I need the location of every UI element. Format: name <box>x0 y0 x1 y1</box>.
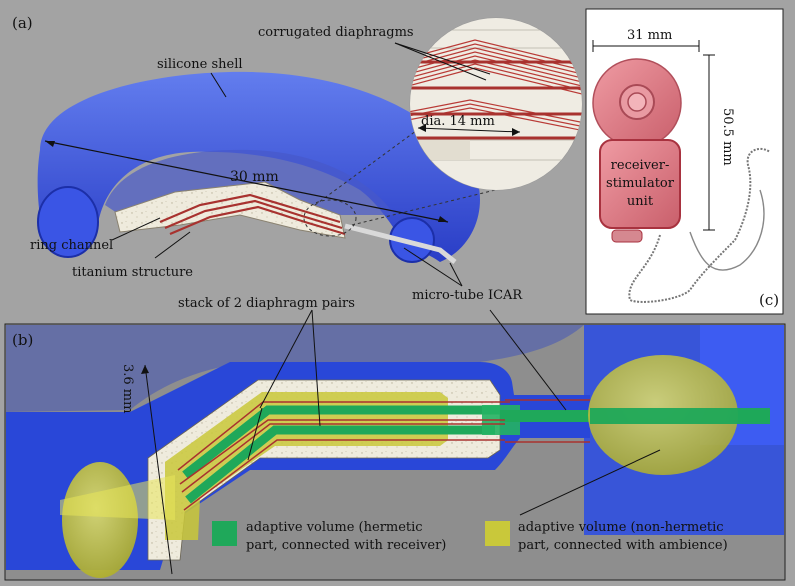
receiver-stimulator-body <box>599 139 681 229</box>
label-stack-diaphragm-pairs: stack of 2 diaphragm pairs <box>178 296 355 311</box>
leader-corrugated-1 <box>394 42 491 75</box>
zoom-line-1 <box>314 127 421 206</box>
leader-stack-2 <box>311 309 321 427</box>
legend-nonhermetic-line1: adaptive volume (non-hermetic <box>518 520 724 535</box>
label-dia-14mm: dia. 14 mm <box>421 114 495 129</box>
panel-b-label: (b) <box>12 331 33 349</box>
legend-hermetic-line2: part, connected with receiver) <box>246 538 446 553</box>
label-unit-line2: stimulator <box>606 176 675 191</box>
panel-c-label: (c) <box>759 291 779 309</box>
label-titanium-structure: titanium structure <box>72 265 193 280</box>
legend-swatch-hermetic <box>212 521 237 546</box>
label-50-5mm: 50.5 mm <box>720 108 735 166</box>
label-30mm: 30 mm <box>230 169 279 185</box>
dim-3-6mm-line <box>144 364 173 575</box>
label-ring-channel: ring channel <box>30 238 113 253</box>
legend-nonhermetic-line2: part, connected with ambience) <box>518 538 728 553</box>
panel-a: (a) corrugated diaphragms silicone shell… <box>12 14 583 303</box>
leader-green <box>247 407 263 461</box>
leader-stack-1 <box>259 309 313 409</box>
panel-c: 31 mm 50.5 mm receiver- stimulator unit … <box>585 8 784 315</box>
legend-swatch-nonhermetic <box>485 521 510 546</box>
label-3-6mm: 3.6 mm <box>120 364 135 413</box>
dim-30mm-line <box>44 140 449 223</box>
label-silicone-shell: silicone shell <box>157 57 243 72</box>
leader-micro <box>449 262 463 287</box>
ring-channel-opening-right <box>389 217 435 263</box>
label-micro-tube: micro-tube ICAR <box>412 288 523 303</box>
label-unit-line3: unit <box>627 194 654 209</box>
silicone-shell <box>37 71 480 263</box>
micro-tube <box>344 223 457 264</box>
leader-corrugated-2 <box>394 42 487 81</box>
zoom-dia-line <box>417 127 521 133</box>
leader-yellow <box>519 449 661 516</box>
electrode-lead <box>628 147 771 303</box>
leader-silicone <box>210 72 227 98</box>
ring-channel-opening <box>37 186 99 258</box>
zoom-marker <box>303 199 357 237</box>
leader-titanium <box>154 231 191 259</box>
legend-hermetic-line1: adaptive volume (hermetic <box>246 520 423 535</box>
panel-b: adaptive volume (hermetic part, connecte… <box>4 309 786 581</box>
leader-micro-2 <box>403 247 463 287</box>
diaphragm-stack-a <box>159 193 346 236</box>
leader-micro-b <box>489 309 567 411</box>
label-31mm: 31 mm <box>627 28 672 43</box>
leader-ring <box>111 217 161 241</box>
zoom-detail <box>409 17 583 191</box>
upper-shell-sheet <box>6 325 584 412</box>
panel-a-label: (a) <box>12 14 33 32</box>
left-yellow-volume <box>62 462 138 578</box>
label-unit-line1: receiver- <box>611 158 670 173</box>
label-corrugated-diaphragms: corrugated diaphragms <box>258 25 414 40</box>
green-hermetic-channels <box>182 405 500 504</box>
